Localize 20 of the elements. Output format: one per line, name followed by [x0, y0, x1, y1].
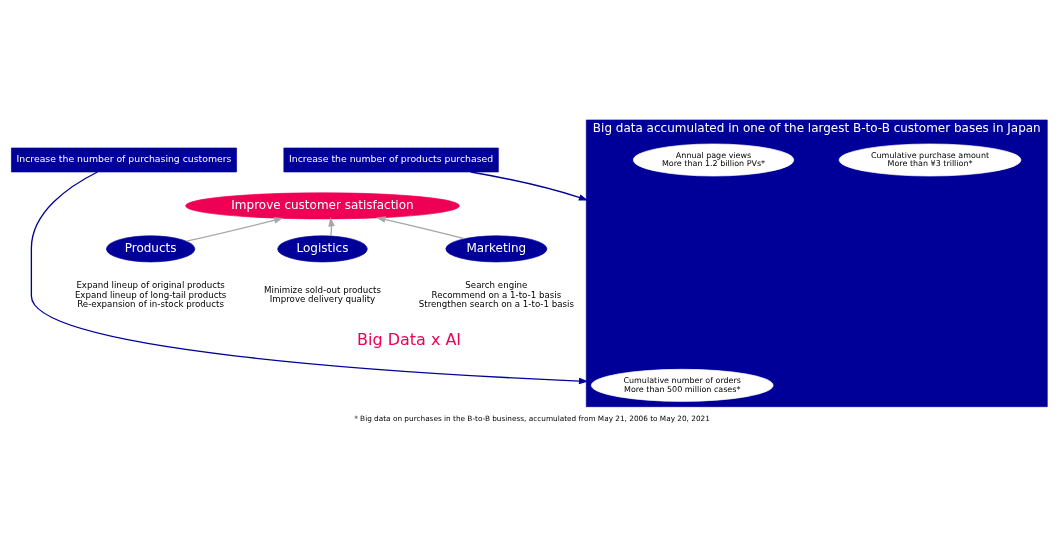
- arrow: [328, 216, 335, 236]
- node-label: Expand lineup of original products: [76, 279, 225, 290]
- arrow: [376, 215, 465, 239]
- node-label: Recommend on a 1-to-1 basis: [431, 289, 562, 300]
- node-label: Improve delivery quality: [269, 293, 376, 304]
- arrow: [30, 170, 589, 384]
- node-label: Search engine: [465, 279, 528, 290]
- node-label: Minimize sold-out products: [264, 284, 381, 295]
- node-ellipse: Marketing: [445, 235, 548, 262]
- node-label: Strengthen search on a 1-to-1 basis: [418, 298, 574, 309]
- node-ellipse: Products: [106, 235, 196, 262]
- node-box: Increase the number of products purchased: [283, 147, 499, 172]
- node-label: Expand lineup of long-tail products: [74, 289, 227, 300]
- arrow: [186, 216, 284, 242]
- node-box: Increase the number of purchasing customers: [11, 147, 237, 172]
- label: Big Data x AI: [357, 329, 462, 349]
- node-label: Re-expansion of in-stock products: [77, 298, 224, 309]
- node-ellipse: Logistics: [277, 235, 368, 262]
- node-ellipse: Improve customer satisfaction: [185, 191, 460, 219]
- arrow: [470, 170, 589, 201]
